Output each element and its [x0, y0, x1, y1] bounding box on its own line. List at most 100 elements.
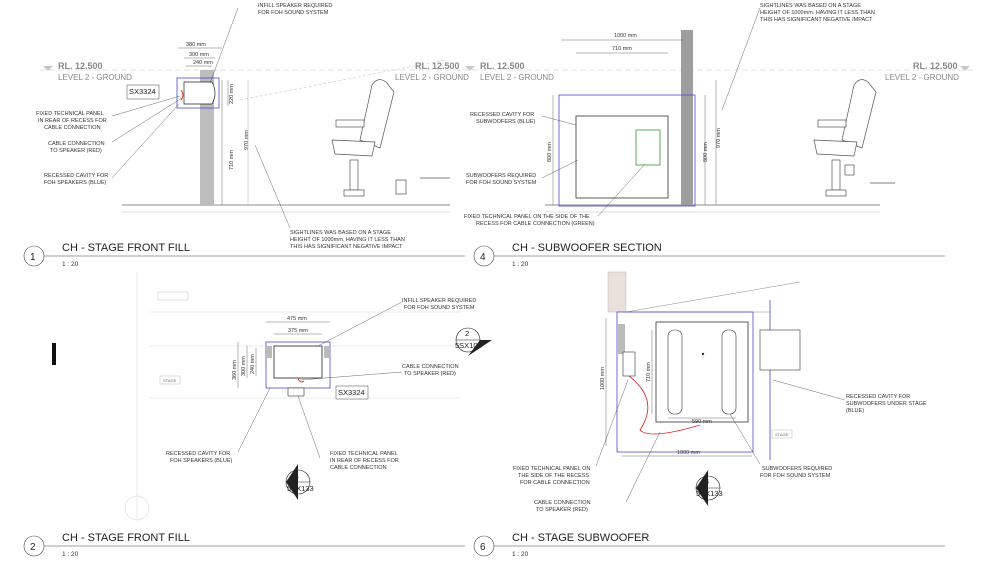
note-sub-req: FOR FOH SOUND SYSTEM [466, 180, 537, 186]
note-recess-sub: RECESSED CAVITY FOR [470, 112, 534, 118]
dim-label: 300 mm [189, 52, 209, 58]
dim-label: 380 mm [186, 42, 206, 48]
level-name: LEVEL 2 - GROUND [885, 73, 959, 82]
note-fixed-panel: FIXED TECHNICAL PANEL [330, 451, 398, 457]
dim-label: 300 mm [241, 356, 247, 376]
svg-text:5SX133: 5SX133 [696, 489, 723, 498]
dim-label: 360 mm [232, 360, 238, 380]
stage-label: STAGE [163, 378, 177, 383]
note-recess-under: RECESSED CAVITY FOR [846, 394, 910, 400]
subwoofer-box [655, 321, 749, 423]
note-sub-req: FOR FOH SOUND SYSTEM [760, 473, 831, 479]
recessed-cavity [176, 77, 220, 109]
view-6-drawing: 1000 mm 710 mm 590 mm 1000 mm STAGE 4 5S… [513, 271, 927, 513]
svg-text:5SX103: 5SX103 [455, 341, 482, 350]
view-scale: 1 : 20 [512, 261, 529, 268]
view-4-title: 4 CH - SUBWOOFER SECTION 1 : 20 [473, 242, 945, 268]
stage-side-box [759, 329, 801, 371]
note-infill: INFILL SPEAKER REQUIRED [402, 298, 476, 304]
note-sightline: THIS HAS SIGNIFICANT NEGATIVE IMPACT [290, 244, 403, 250]
note-fixed-side: FIXED TECHNICAL PANEL ON [513, 466, 590, 472]
level-rl: RL. 12.500 [58, 61, 103, 71]
dim-label: 710 mm [612, 46, 632, 52]
note-fixed-side: THE SIDE OF THE RECESS [518, 473, 589, 479]
speaker-tag-label: SX3324 [338, 388, 365, 397]
section-marker-1: 1 5SX133 [285, 464, 314, 500]
svg-text:5SX133: 5SX133 [287, 484, 314, 493]
note-infill: FOR FOH SOUND SYSTEM [404, 305, 475, 311]
cable-red [180, 89, 184, 101]
view-scale: 1 : 20 [62, 261, 79, 268]
note-recess: FOH SPEAKERS (BLUE) [44, 180, 107, 186]
note-sightline: THIS HAS SIGNIFICANT NEGATIVE IMPACT [760, 17, 873, 23]
note-cable: TO SPEAKER (RED) [404, 371, 456, 377]
view-2-title: 2 CH - STAGE FRONT FILL 1 : 20 [23, 532, 465, 558]
wall-segment [607, 271, 627, 313]
note-fixed-panel: CABLE CONNECTION [44, 125, 101, 131]
dim-label: 1000 mm [677, 450, 700, 456]
view-2-drawing: STAGE SX3324 475 mm 375 mm 360 mm 300 mm… [52, 272, 492, 521]
note-infill: FOR FOH SOUND SYSTEM [258, 10, 329, 16]
svg-text:1: 1 [295, 471, 299, 480]
view-number: 2 [30, 542, 36, 553]
leader-lines [111, 7, 291, 229]
speaker-tag [335, 385, 369, 400]
svg-text:2: 2 [465, 329, 469, 338]
technical-panel-green [635, 129, 661, 166]
svg-text:4: 4 [705, 477, 709, 486]
recessed-cavity [558, 94, 696, 207]
leader-lines [237, 301, 403, 459]
dim-label: 800 mm [703, 142, 709, 162]
dim-label: 375 mm [288, 328, 308, 334]
infill-speaker [183, 81, 216, 105]
note-fixed-panel: IN REAR OF RECESS FOR [330, 458, 399, 464]
level-name: LEVEL 2 - GROUND [395, 73, 469, 82]
note-fixed-side: RECESS FOR CABLE CONNECTION (GREEN) [476, 221, 595, 227]
view-1-drawing: SX3324 380 mm 300 mm 240 mm 220 mm 970 m… [36, 3, 450, 250]
speaker-tag [126, 84, 160, 100]
note-fixed-panel: IN REAR OF RECESS FOR [38, 118, 107, 124]
stage-column [681, 30, 693, 206]
note-recess-under: SUBWOOFERS UNDER STAGE [846, 401, 927, 407]
note-recess: RECESSED CAVITY FOR [166, 451, 230, 457]
level-rl: RL. 12.500 [913, 61, 958, 71]
view-title: CH - STAGE FRONT FILL [62, 242, 190, 254]
level-name: LEVEL 2 - GROUND [480, 73, 554, 82]
note-fixed-side: FOR CABLE CONNECTION [520, 480, 590, 486]
dim-label: 1000 mm [614, 33, 637, 39]
note-sub-req: SUBWOOFERS REQUIRED [762, 466, 832, 472]
view-1-title: 1 CH - STAGE FRONT FILL 1 : 20 [23, 242, 465, 268]
technical-panel [287, 387, 305, 397]
note-cable: CABLE CONNECTION [48, 141, 105, 147]
dim-label: 800 mm [547, 142, 553, 162]
dim-label: 240 mm [193, 60, 213, 66]
section-cut-mark [52, 343, 56, 365]
note-sightline: SIGHTLINES WAS BASED ON A STAGE [760, 3, 861, 9]
cable-red [628, 375, 701, 435]
infill-speaker [273, 345, 323, 379]
view-4-drawing: 1000 mm 710 mm 800 mm 800 mm 970 mm SIGH… [464, 3, 895, 227]
dim-label: 240 mm [250, 354, 256, 374]
hatched-panel [617, 324, 625, 354]
note-cable: TO SPEAKER (RED) [50, 148, 102, 154]
section-marker-4: 4 5SX133 [695, 470, 723, 506]
note-sightline: HEIGHT OF 1000mm. HAVING IT LESS THAN [290, 237, 405, 243]
auditorium-seat [331, 79, 450, 197]
note-recess-under: (BLUE) [846, 408, 864, 414]
note-recess-sub: SUBWOOFERS (BLUE) [476, 119, 535, 125]
dim-label: 710 mm [229, 150, 235, 170]
dim-label: 475 mm [287, 316, 307, 322]
recessed-cavity [616, 311, 754, 453]
note-fixed-panel: FIXED TECHNICAL PANEL [36, 111, 104, 117]
technical-panel [622, 351, 636, 377]
level-marker-icon [43, 66, 53, 71]
note-recess: FOH SPEAKERS (BLUE) [170, 458, 233, 464]
level-name: LEVEL 2 - GROUND [58, 73, 132, 82]
hatched-panel [324, 346, 330, 358]
view-title: CH - STAGE FRONT FILL [62, 532, 190, 544]
note-sightline: HEIGHT OF 1000mm. HAVING IT LESS THAN [760, 10, 875, 16]
level-marker-icon [960, 66, 970, 71]
view-number: 6 [480, 542, 486, 553]
level-marker-icon [465, 66, 475, 71]
